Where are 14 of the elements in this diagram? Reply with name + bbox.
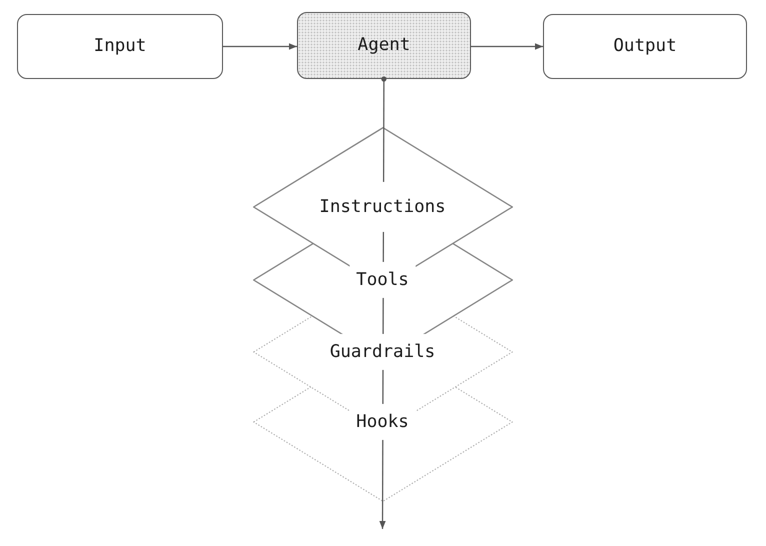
box-label: Output (613, 36, 677, 57)
box-label: Input (94, 36, 146, 57)
layer-diamond (252, 242, 512, 335)
agent-box (297, 12, 471, 79)
layer-label: Hooks (356, 412, 409, 432)
layer-label: Instructions (319, 196, 446, 218)
arrow (223, 43, 297, 50)
arrow (471, 43, 543, 50)
layer-label: Guardrails (330, 342, 436, 362)
process-box (17, 14, 223, 79)
layer-label: Tools (356, 270, 409, 290)
layer-diamond (252, 386, 512, 502)
box-label: Agent (358, 35, 410, 56)
process-box (543, 14, 747, 79)
